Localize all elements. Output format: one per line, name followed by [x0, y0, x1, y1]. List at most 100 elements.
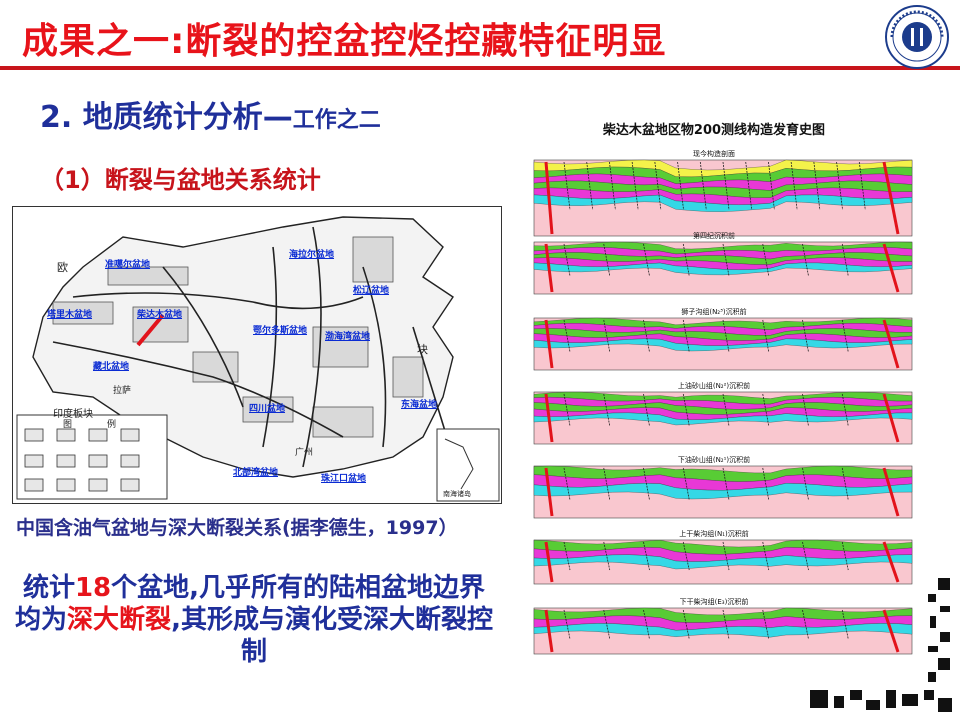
basin-label-zangbei: 藏北盆地 [93, 362, 130, 372]
university-seal-icon [885, 5, 949, 69]
fault-line [586, 161, 594, 210]
panel-label: 下干柴沟组(E₃)沉积前 [680, 597, 749, 606]
fault-line [603, 541, 611, 571]
basin-label-bohai-bay: 渤海湾盆地 [325, 332, 371, 342]
conclusion-part1: 统计 [22, 573, 75, 603]
fault-line [654, 161, 662, 210]
boundary-fault-left [544, 161, 554, 235]
fault-line [802, 319, 809, 353]
conclusion-text: 统计18个盆地,几乎所有的陆相盆地边界均为深大断裂,其形成与演化受深大断裂控制 [10, 572, 498, 668]
section-panel: 第四纪沉积前 [533, 231, 913, 295]
fault-line [802, 393, 809, 427]
boundary-fault-left [544, 541, 554, 583]
fault-line [762, 541, 770, 571]
fault-line [563, 161, 571, 210]
section-panel: 下油砂山组(N₂¹)沉积前 [533, 455, 913, 519]
fault-line [836, 161, 843, 210]
fault-line [682, 467, 690, 501]
boundary-fault-right [882, 243, 900, 293]
fault-line [858, 161, 866, 210]
fault-line [563, 467, 571, 501]
map-mark-india-plate: 印度板块 [53, 409, 93, 420]
strata-layer [533, 262, 913, 276]
strata-layer [533, 554, 913, 570]
fault-line [745, 161, 753, 210]
map-mark-lhasa: 拉萨 [113, 386, 132, 396]
panel-label: 现今构造剖面 [693, 149, 735, 158]
figure-title: 柴达木盆地区物200测线构造发育史图 [602, 122, 825, 138]
fault-line [762, 467, 770, 501]
fault-line [563, 393, 571, 427]
map-mark-south-china-sea: 南海诸岛 [443, 490, 471, 498]
fault-line [802, 243, 809, 277]
basin-label-beibu-gulf: 北部湾盆地 [233, 468, 279, 478]
fault-line [682, 393, 690, 427]
basin-label-songliao: 松辽盆地 [353, 286, 390, 296]
strata-layer [533, 338, 913, 352]
boundary-fault-right [882, 161, 900, 235]
fault-line [603, 243, 611, 277]
fault-line [563, 319, 571, 353]
fault-line [643, 541, 650, 571]
fault-line [762, 609, 770, 640]
fault-line [603, 609, 611, 640]
boundary-fault-right [882, 467, 900, 517]
panel-label: 上油砂山组(N₂²)沉积前 [678, 381, 750, 390]
conclusion-highlight: 深大断裂 [67, 605, 172, 635]
fault-line [790, 161, 798, 210]
fault-line [603, 319, 611, 353]
fault-line [603, 393, 611, 427]
fault-line [631, 161, 639, 210]
basin-label-junggar: 准噶尔盆地 [105, 260, 151, 270]
fault-line [682, 319, 690, 353]
boundary-fault-right [882, 609, 900, 653]
section-panel: 上干柴沟组(N₁)沉积前 [533, 529, 913, 585]
fault-line [841, 467, 849, 501]
boundary-fault-left [544, 393, 554, 443]
basin-label-east-china-sea: 东海盆地 [401, 400, 438, 410]
page-title: 成果之一:断裂的控盆控烃控藏特征明显 [22, 21, 667, 62]
title-divider [0, 66, 960, 70]
conclusion-part2: 个盆地,几乎所有的陆相盆地边界均为 [15, 573, 486, 635]
fault-line [841, 319, 849, 353]
fault-line [677, 161, 684, 210]
fault-line [802, 541, 809, 571]
boundary-fault-right [882, 393, 900, 443]
strata-layer [533, 194, 913, 212]
fault-line [762, 319, 770, 353]
fault-line [609, 161, 616, 210]
fault-line [643, 393, 650, 427]
fault-line [563, 541, 571, 571]
boundary-fault-left [544, 609, 554, 653]
boundary-fault-right [882, 319, 900, 369]
boundary-fault-left [544, 319, 554, 369]
conclusion-part3: ,其形成与演化受深大断裂控制 [171, 605, 493, 667]
basin-count: 18 [74, 573, 112, 603]
basin-label-pearl-river-mouth: 珠江口盆地 [321, 474, 367, 484]
fault-line [643, 243, 650, 277]
fault-line [762, 393, 770, 427]
panel-label: 狮子沟组(N₂³)沉积前 [681, 307, 746, 316]
fault-line [643, 319, 650, 353]
fault-line [643, 609, 650, 640]
fault-line [841, 243, 849, 277]
fault-line [722, 243, 730, 277]
fault-line [841, 541, 849, 571]
fault-line [643, 467, 650, 501]
section-heading: 2. 地质统计分析—工作之二 [40, 92, 381, 136]
fault-line [682, 609, 690, 640]
cross-section-figure: 柴达木盆地区物200测线构造发育史图 现今构造剖面第四纪沉积前狮子沟组(N₂³)… [533, 122, 913, 655]
basin-label-hailar: 海拉尔盆地 [289, 250, 335, 260]
strata-layer [533, 412, 913, 426]
map-mark-guangzhou: 广州 [295, 448, 314, 458]
legend-title-left: 图 [63, 420, 73, 430]
fault-line [841, 393, 849, 427]
section-panel: 狮子沟组(N₂³)沉积前 [533, 307, 913, 371]
basin-label-qaidam: 柴达木盆地 [137, 310, 183, 320]
fault-line [722, 609, 730, 640]
fault-line [762, 243, 770, 277]
map-drawing [16, 216, 500, 502]
map-mark-eu: 欧 [57, 261, 68, 274]
section-panel: 下干柴沟组(E₃)沉积前 [533, 597, 913, 655]
boundary-fault-left [544, 467, 554, 517]
